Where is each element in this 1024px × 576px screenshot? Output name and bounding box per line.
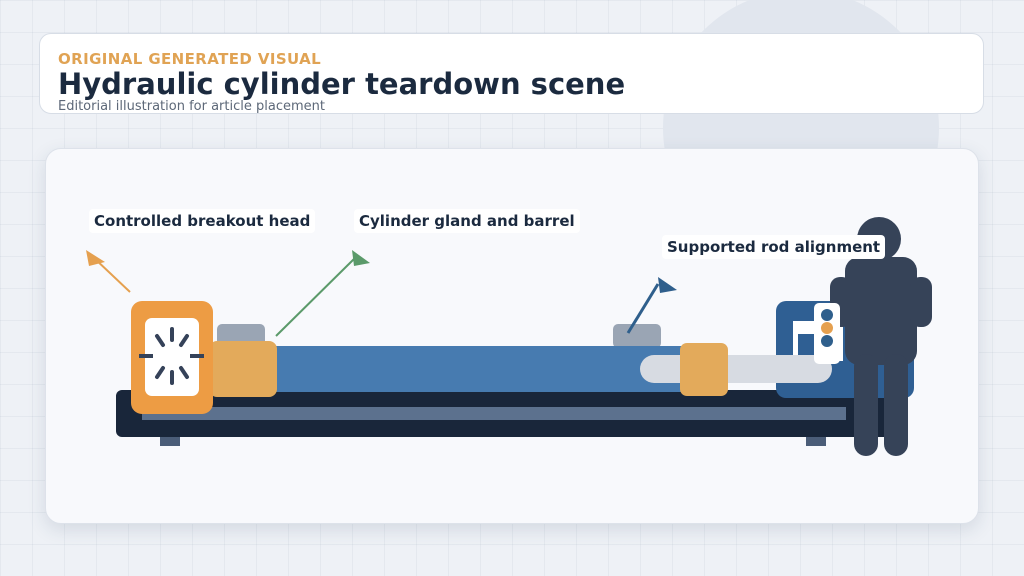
breakout-head-bar-right: [190, 354, 204, 358]
breakout-head-bar-left: [139, 354, 153, 358]
page-subtitle: Editorial illustration for article place…: [58, 99, 325, 114]
breakout-head-spokes: [155, 327, 189, 385]
eyebrow-label: ORIGINAL GENERATED VISUAL: [58, 50, 322, 68]
worker-right-arm: [910, 277, 932, 327]
callout-rod-alignment: Supported rod alignment: [662, 235, 886, 259]
leader-flag-rod: [658, 277, 677, 293]
worker-left-leg: [854, 354, 878, 456]
callout-breakout-head: Controlled breakout head: [89, 209, 316, 233]
piston-rod: [640, 355, 832, 383]
tailstock-notch: [798, 334, 814, 361]
mount-block-right: [613, 324, 661, 348]
header-card: ORIGINAL GENERATED VISUAL Hydraulic cyli…: [39, 33, 984, 114]
pendant-button-top: [821, 309, 833, 321]
teardown-illustration: [86, 217, 932, 456]
illustration-panel: Controlled breakout head Cylinder gland …: [45, 148, 979, 524]
rod-support-clamp: [680, 343, 728, 396]
pendant-button-bottom: [821, 335, 833, 347]
page-title: Hydraulic cylinder teardown scene: [58, 67, 626, 101]
bench-rail: [142, 407, 846, 420]
leader-line-gland: [275, 256, 357, 337]
leader-line-rod: [626, 283, 660, 334]
pendant-button-middle: [821, 322, 833, 334]
gland-collar: [209, 341, 277, 397]
callout-gland-barrel: Cylinder gland and barrel: [354, 209, 580, 233]
worker-torso: [845, 257, 917, 365]
worker-right-leg: [884, 354, 908, 456]
leader-flag-breakout: [86, 250, 105, 266]
leader-flag-gland: [352, 250, 370, 266]
